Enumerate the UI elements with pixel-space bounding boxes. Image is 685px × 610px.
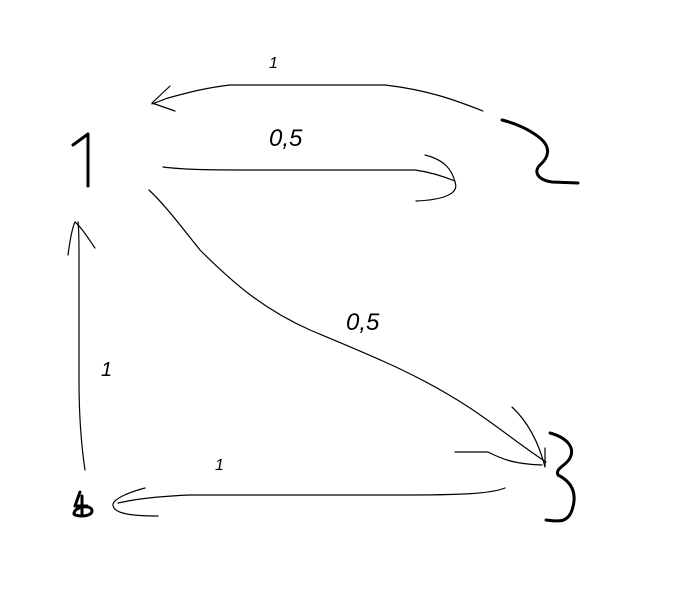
node-2: 2 — [500, 118, 580, 185]
edge-1-to-3-weight: 0,5 — [346, 309, 380, 336]
edge-2-to-1-weight: 1 — [269, 55, 278, 72]
arrowhead-icon — [112, 487, 159, 517]
node-2-label: 2 — [540, 159, 541, 161]
edge-1-to-2-line — [162, 166, 456, 182]
edge-1-to-3-line — [148, 189, 547, 463]
arrowhead-icon — [67, 221, 96, 256]
edge-2-to-1: 1 — [151, 55, 484, 112]
node-1-label: 1 — [82, 169, 83, 171]
node-3-label: 3 — [560, 479, 561, 481]
node-3: 3 — [544, 431, 576, 523]
edge-2-to-1-line — [151, 84, 484, 112]
edge-1-to-3: 0,5 — [148, 189, 547, 468]
edge-4-to-1-line — [77, 221, 86, 471]
node-4: 4 — [72, 490, 94, 518]
edge-3-to-4: 1 — [112, 457, 506, 517]
edge-3-to-4-line — [117, 487, 506, 504]
arrowhead-icon — [454, 406, 546, 468]
edge-3-to-4-weight: 1 — [215, 457, 224, 474]
edge-1-to-2: 0,5 — [162, 125, 457, 202]
node-1: 1 — [71, 132, 90, 188]
edge-4-to-1-weight: 1 — [101, 359, 112, 381]
arrowhead-icon — [415, 154, 457, 202]
arrowhead-icon — [151, 85, 176, 112]
edge-4-to-1: 1 — [67, 221, 112, 471]
edge-1-to-2-weight: 0,5 — [269, 125, 303, 152]
